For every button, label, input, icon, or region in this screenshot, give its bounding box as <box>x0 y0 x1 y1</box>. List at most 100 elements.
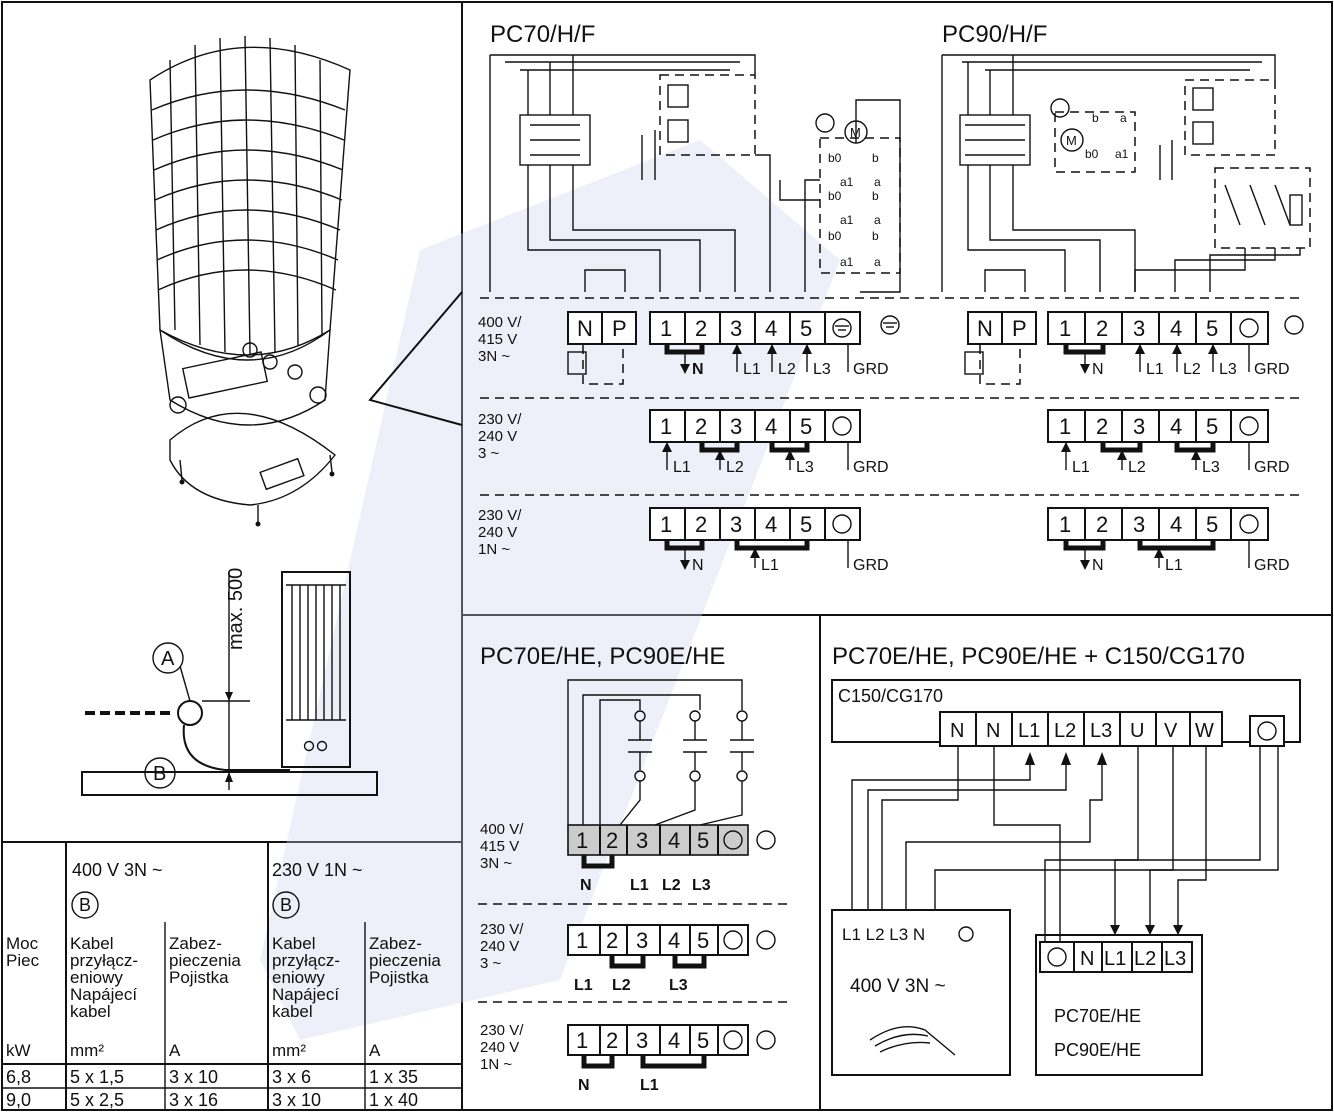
supply-label: 400 V 3N ~ <box>850 976 946 997</box>
col-power-h1: Moc <box>6 934 39 953</box>
col-power-h2: Piec <box>6 951 40 970</box>
pce-v400-1: 400 V/ <box>480 821 524 838</box>
relay-b-3: b <box>872 229 879 243</box>
col-fuse-h2: pieczenia <box>169 951 241 970</box>
phase-n-6: N <box>1092 557 1104 574</box>
table-b-circle-2 <box>272 891 300 919</box>
relay2-a1: a1 <box>1115 147 1129 161</box>
phase-l3-5: L3 <box>1202 459 1220 476</box>
relay-b0-1: b0 <box>828 151 842 165</box>
ctrl-term-3: L1 <box>1018 720 1040 742</box>
term2-5: 2 <box>1096 414 1108 439</box>
phase-l1-2: L1 <box>673 459 691 476</box>
term3-2: 3 <box>730 414 742 439</box>
ctrl-term-4: L2 <box>1054 720 1076 742</box>
term-p-4: P <box>1012 316 1027 341</box>
term1-6: 1 <box>1059 512 1071 537</box>
term3-3: 3 <box>730 512 742 537</box>
pce-l1-2: L1 <box>574 977 593 994</box>
col-fuse-h3: Pojistka <box>169 968 229 987</box>
pce-l3-1: L3 <box>692 877 711 894</box>
heater-box-line2: PC90E/HE <box>1054 1040 1141 1060</box>
term1-2: 1 <box>660 414 672 439</box>
supply-terms: L1 L2 L3 N <box>842 925 925 944</box>
term3-5: 3 <box>1133 414 1145 439</box>
term-p-1: P <box>612 316 627 341</box>
term2-4: 2 <box>1096 316 1108 341</box>
heater-terminal-box <box>1035 934 1203 1076</box>
term1-4: 1 <box>1059 316 1071 341</box>
phase-l1-6: L1 <box>1165 557 1183 574</box>
relay-b0-3: b0 <box>828 229 842 243</box>
term5-4: 5 <box>1206 316 1218 341</box>
col-cable-h3: eniowy <box>70 968 123 987</box>
title-pc70hf: PC70/H/F <box>490 21 595 48</box>
unit-mm2-2: mm² <box>272 1041 306 1060</box>
ctrl-term-1: N <box>950 720 964 742</box>
ctrl-term-6: U <box>1130 720 1144 742</box>
grd-4: GRD <box>1254 361 1290 378</box>
v230b-line1: 230 V/ <box>478 507 522 524</box>
row1-fuse: 3 x 10 <box>169 1067 218 1087</box>
phase-n-3: N <box>692 557 704 574</box>
pce-v230a-3: 3 ~ <box>480 955 502 972</box>
pce-n-3: N <box>578 1077 590 1094</box>
relay-a1-1: a1 <box>840 175 854 189</box>
callout-pointer <box>368 291 463 426</box>
grd-1: GRD <box>853 361 889 378</box>
ctrl-term-7: V <box>1164 720 1178 742</box>
grd-5: GRD <box>1254 459 1290 476</box>
grd-3: GRD <box>853 557 889 574</box>
col-fuse-h1: Zabez- <box>169 934 222 953</box>
pc90-terminal-row-230v1n: 1 2 3 4 5 N L1 GRD <box>1047 507 1290 574</box>
supply-ground-icon <box>958 926 974 942</box>
pce-n-1: N <box>580 877 592 894</box>
term4-6: 4 <box>1170 512 1182 537</box>
pce-l2-2: L2 <box>612 977 631 994</box>
unit-a-2: A <box>369 1041 381 1060</box>
term2-2: 2 <box>695 414 707 439</box>
pce-t4-2: 4 <box>668 928 680 953</box>
pce-v230b-1: 230 V/ <box>480 1022 524 1039</box>
table-b-mark-1: B <box>79 895 91 915</box>
term2-6: 2 <box>1096 512 1108 537</box>
ground-terminal-5 <box>1239 416 1259 436</box>
phase-l1-4: L1 <box>1146 361 1164 378</box>
phase-n-4: N <box>1092 361 1104 378</box>
term3-4: 3 <box>1133 316 1145 341</box>
supply-cable-b <box>182 724 290 771</box>
pce-v230a-1: 230 V/ <box>480 921 524 938</box>
v400-line3: 3N ~ <box>478 348 510 365</box>
ground-extra-4 <box>1284 315 1304 335</box>
relay2-a: a <box>1120 111 1127 125</box>
v400-line2: 415 V <box>478 331 517 348</box>
pc90-terminal-row-400v: N P 1 2 3 4 5 N L1 L2 L3 GRD <box>964 311 1304 385</box>
pce-t5-3: 5 <box>697 1028 709 1053</box>
term5-6: 5 <box>1206 512 1218 537</box>
heater-box-line1: PC70E/HE <box>1054 1006 1141 1026</box>
v230b-line3: 1N ~ <box>478 541 510 558</box>
relay-a1-3: a1 <box>840 255 854 269</box>
row2-cable2: 3 x 10 <box>272 1090 321 1110</box>
pc70-terminal-row-230v1n: 1 2 3 4 5 N L1 GRD <box>649 507 889 574</box>
term1-3: 1 <box>660 512 672 537</box>
ground-terminal-2 <box>832 416 852 436</box>
heater-term-n: N <box>1080 948 1094 970</box>
ctrl-ground-icon <box>1257 721 1277 741</box>
term1-5: 1 <box>1059 414 1071 439</box>
ctrl-term-5: L3 <box>1090 720 1112 742</box>
controller-title: C150/CG170 <box>838 686 943 706</box>
col-cable-h1: Kabel <box>70 934 113 953</box>
contactor-block <box>1214 167 1311 249</box>
ctrl-term-2: N <box>986 720 1000 742</box>
term4-4: 4 <box>1170 316 1182 341</box>
phase-l1-1: L1 <box>743 361 761 378</box>
junction-box-a <box>177 700 203 726</box>
term5-3: 5 <box>800 512 812 537</box>
table-group-230v: 230 V 1N ~ <box>272 860 363 880</box>
pc70-terminal-row-230v3: 1 2 3 4 5 L1 L2 L3 GRD <box>649 409 889 476</box>
col-cable2-h1: Kabel <box>272 934 315 953</box>
pce-v230b-2: 240 V <box>480 1039 519 1056</box>
mark-b-circle <box>144 757 176 789</box>
pce-t3-3: 3 <box>636 1028 648 1053</box>
